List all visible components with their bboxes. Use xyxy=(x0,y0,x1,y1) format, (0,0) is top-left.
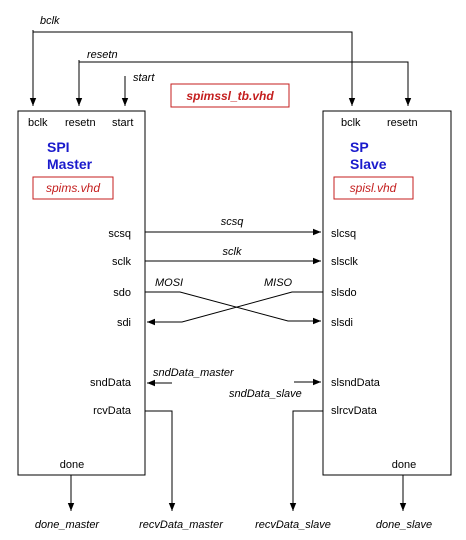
master-port-start: start xyxy=(112,117,133,129)
sndData-master-label: sndData_master xyxy=(153,367,235,379)
slave-file-label: spisl.vhd xyxy=(350,181,397,195)
miso-signal-label: MISO xyxy=(264,277,293,289)
slave-file-box xyxy=(333,176,414,200)
resetn-wire-slave xyxy=(79,61,412,106)
mosi-wire xyxy=(145,291,321,325)
bclk-wire-slave xyxy=(33,31,356,106)
slave-port-slsclk: slsclk xyxy=(331,256,358,268)
master-port-scsq: scsq xyxy=(108,228,131,240)
master-port-rcvData: rcvData xyxy=(93,405,132,417)
testbench-file-label: spimssl_tb.vhd xyxy=(186,89,274,103)
bclk-input-label: bclk xyxy=(40,15,60,27)
master-port-sndData: sndData xyxy=(90,377,132,389)
rcvData-master-wire xyxy=(145,410,176,511)
done-slave-output-label: done_slave xyxy=(376,519,432,531)
slave-port-slrcvData: slrcvData xyxy=(331,405,378,417)
master-title-line1: SPI xyxy=(47,139,70,155)
spi-slave-block xyxy=(322,110,452,476)
slave-port-slcsq: slcsq xyxy=(331,228,356,240)
slave-title-line1: SP xyxy=(350,139,369,155)
recvData-master-output-label: recvData_master xyxy=(139,519,224,531)
spi-master-block xyxy=(17,110,146,476)
start-input-label: start xyxy=(133,72,155,84)
slave-port-bclk: bclk xyxy=(341,117,361,129)
recvData-slave-output-label: recvData_slave xyxy=(255,519,331,531)
master-port-resetn: resetn xyxy=(65,117,96,129)
master-port-sclk: sclk xyxy=(112,256,131,268)
rcvData-slave-wire xyxy=(289,410,323,511)
slave-port-resetn: resetn xyxy=(387,117,418,129)
resetn-input-label: resetn xyxy=(87,49,118,61)
slave-title-line2: Slave xyxy=(350,156,387,172)
done-master-output-label: done_master xyxy=(35,519,101,531)
sndData-slave-label: sndData_slave xyxy=(229,388,302,400)
sclk-signal-label: sclk xyxy=(223,246,242,258)
master-title-line2: Master xyxy=(47,156,93,172)
master-file-box xyxy=(32,176,114,200)
master-port-sdi: sdi xyxy=(117,317,131,329)
mosi-signal-label: MOSI xyxy=(155,277,183,289)
master-port-done: done xyxy=(60,459,84,471)
master-port-bclk: bclk xyxy=(28,117,48,129)
scsq-signal-label: scsq xyxy=(221,216,245,228)
slave-port-slsdi: slsdi xyxy=(331,317,353,329)
slave-port-slsndData: slsndData xyxy=(331,377,381,389)
master-file-label: spims.vhd xyxy=(46,181,100,195)
testbench-file-box xyxy=(170,83,290,108)
master-port-sdo: sdo xyxy=(113,287,131,299)
miso-wire xyxy=(147,291,323,326)
slave-port-slsdo: slsdo xyxy=(331,287,357,299)
slave-port-done: done xyxy=(392,459,416,471)
